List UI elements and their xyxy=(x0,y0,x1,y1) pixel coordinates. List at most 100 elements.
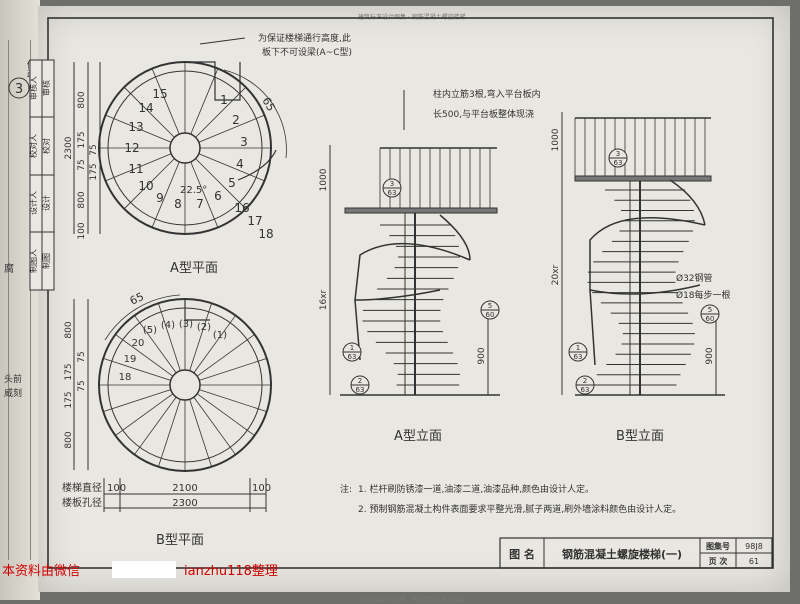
plan-b-dimensions: 800 75 175 75 175 800 xyxy=(64,299,89,470)
step-number: 6 xyxy=(214,189,222,203)
title-block-page-label: 页 次 xyxy=(709,556,728,566)
detail-callout: 2 63 xyxy=(350,375,370,395)
elevation-b-handrail xyxy=(589,289,596,366)
title-block-page-value: 61 xyxy=(749,557,759,566)
plan-a-note-line1: 为保证楼梯通行高度,此 xyxy=(258,32,351,44)
dim-text: 175 xyxy=(77,131,87,148)
notes: 注: 1. 栏杆刷防锈漆一道,油漆二道,油漆品种,颜色由设计人定。 2. 预制钢… xyxy=(340,483,681,515)
title-block-name-label: 图 名 xyxy=(509,547,535,561)
elevation-b: 1000 20xr 900 Ø32钢管 Ø18每步一根 3 63 5 60 1 … xyxy=(551,112,731,444)
title-block: 图 名 钢筋混凝土螺旋楼梯(一) 图集号 98J8 页 次 61 xyxy=(499,537,773,569)
elevation-b-handrail xyxy=(669,179,706,226)
dim-text: 1000 xyxy=(551,128,561,151)
step-line xyxy=(198,114,265,143)
elevation-a-title: A型立面 xyxy=(394,429,442,444)
title-block-atlas-value: 98J8 xyxy=(745,542,763,551)
step-line xyxy=(195,86,247,138)
step-number: 19 xyxy=(124,354,137,365)
detail-callout: 3 63 xyxy=(608,148,628,168)
note-item: 2. 预制钢筋混凝土构件表面要求平整光滑,腻子两道,刷外墙涂料颜色由设计人定。 xyxy=(358,503,681,515)
callout-top: 5 xyxy=(708,306,712,314)
dim-text: 2100 xyxy=(172,483,197,494)
step-line xyxy=(115,393,174,436)
dim-text: 100 xyxy=(77,222,87,239)
dim-row-label: 楼板孔径 xyxy=(62,496,102,509)
detail-callout: 2 63 xyxy=(575,375,595,395)
step-line xyxy=(199,358,267,381)
side-strip-label: 校对人 xyxy=(28,134,38,158)
step-number: 10 xyxy=(138,179,153,193)
elevation-b-landing-slab xyxy=(574,175,712,182)
step-number: 20 xyxy=(132,338,145,349)
callout-top: 3 xyxy=(616,150,620,158)
dim-text: 800 xyxy=(64,431,74,448)
step-line xyxy=(105,153,172,182)
step-line xyxy=(123,158,175,210)
elevation-a-note-line1: 柱内立筋3根,弯入平台板内 xyxy=(433,88,541,100)
step-number: 5 xyxy=(228,176,236,190)
step-line xyxy=(103,389,171,412)
dim-text: 2300 xyxy=(64,136,74,159)
side-strip-label: 设计人 xyxy=(28,191,38,215)
plan-a-title: A型平面 xyxy=(170,261,218,276)
plan-a-note-leader xyxy=(199,37,246,45)
dim-text: 175 xyxy=(89,163,99,180)
plan-b-step-lines xyxy=(99,299,271,471)
callout-top: 2 xyxy=(358,377,362,385)
plan-b-center-column xyxy=(169,369,201,401)
plan-a-step-lines xyxy=(99,62,271,234)
plan-b-step-numbers: (5) (4) (3) (2) (1) 20 19 18 xyxy=(119,319,228,383)
callout-top: 1 xyxy=(350,344,354,352)
plan-a-arc-dim xyxy=(223,69,287,159)
elevation-a-landing-slab xyxy=(344,207,498,214)
elevation-a-handrail xyxy=(439,214,471,261)
step-number: (1) xyxy=(213,330,227,341)
step-line xyxy=(196,334,255,377)
plan-b-title: B型平面 xyxy=(156,533,204,548)
step-line xyxy=(196,393,255,436)
dim-text: 2300 xyxy=(172,498,197,509)
dim-text: 16xr xyxy=(319,289,329,310)
step-line xyxy=(134,396,177,455)
circled-number-text: 3 xyxy=(15,82,23,97)
step-number: 18 xyxy=(258,227,273,241)
step-number: 11 xyxy=(128,162,143,176)
side-strip-label: 审核 xyxy=(41,80,51,96)
side-strip-label: 制图 xyxy=(41,253,51,269)
step-line xyxy=(195,158,247,210)
step-number: (5) xyxy=(143,325,157,336)
elevation-b-label: Ø32钢管 xyxy=(676,272,713,284)
plan-b-arc-dim xyxy=(104,294,181,341)
plan-dim-table: 楼梯直径 楼板孔径 100 2100 100 2300 xyxy=(62,478,271,512)
step-number: 4 xyxy=(236,157,244,171)
page-rule xyxy=(8,40,9,560)
callout-bottom: 60 xyxy=(706,315,715,323)
notes-prefix: 注: xyxy=(340,483,352,495)
elevation-b-top-railing xyxy=(574,117,711,177)
callout-top: 1 xyxy=(576,344,580,352)
left-fragment: 腐 xyxy=(4,264,14,275)
step-line xyxy=(151,161,180,228)
step-line xyxy=(189,303,212,371)
title-block-atlas-label: 图集号 xyxy=(706,541,730,551)
watermark-text: 本资料由微信 xyxy=(2,564,81,579)
dim-text: 75 xyxy=(77,351,87,362)
circled-number: 3 xyxy=(8,77,30,99)
watermark-blank xyxy=(112,561,176,578)
watermark-text: ianzhu118整理 xyxy=(184,564,278,579)
dim-text: 75 xyxy=(77,380,87,391)
dim-row-label: 楼梯直径 xyxy=(62,481,102,494)
dim-text: 100 xyxy=(107,483,126,494)
plan-a-note-line2: 板下不可设梁(A~C型) xyxy=(262,46,352,58)
step-line xyxy=(193,315,236,374)
detail-callout: 5 60 xyxy=(480,300,500,320)
dim-text: 175 xyxy=(64,363,74,380)
step-number: 9 xyxy=(156,191,164,205)
elevation-b-label: Ø18每步一根 xyxy=(676,289,731,301)
step-line xyxy=(190,161,219,228)
plan-b: 65 (5) (4) (3) (2) (1) 20 19 18 B型平面 800… xyxy=(64,290,272,548)
elevation-b-treads xyxy=(587,189,695,386)
dim-text: 800 xyxy=(77,91,87,108)
detail-callout: 5 60 xyxy=(700,304,720,324)
detail-callout: 3 63 xyxy=(382,178,402,198)
